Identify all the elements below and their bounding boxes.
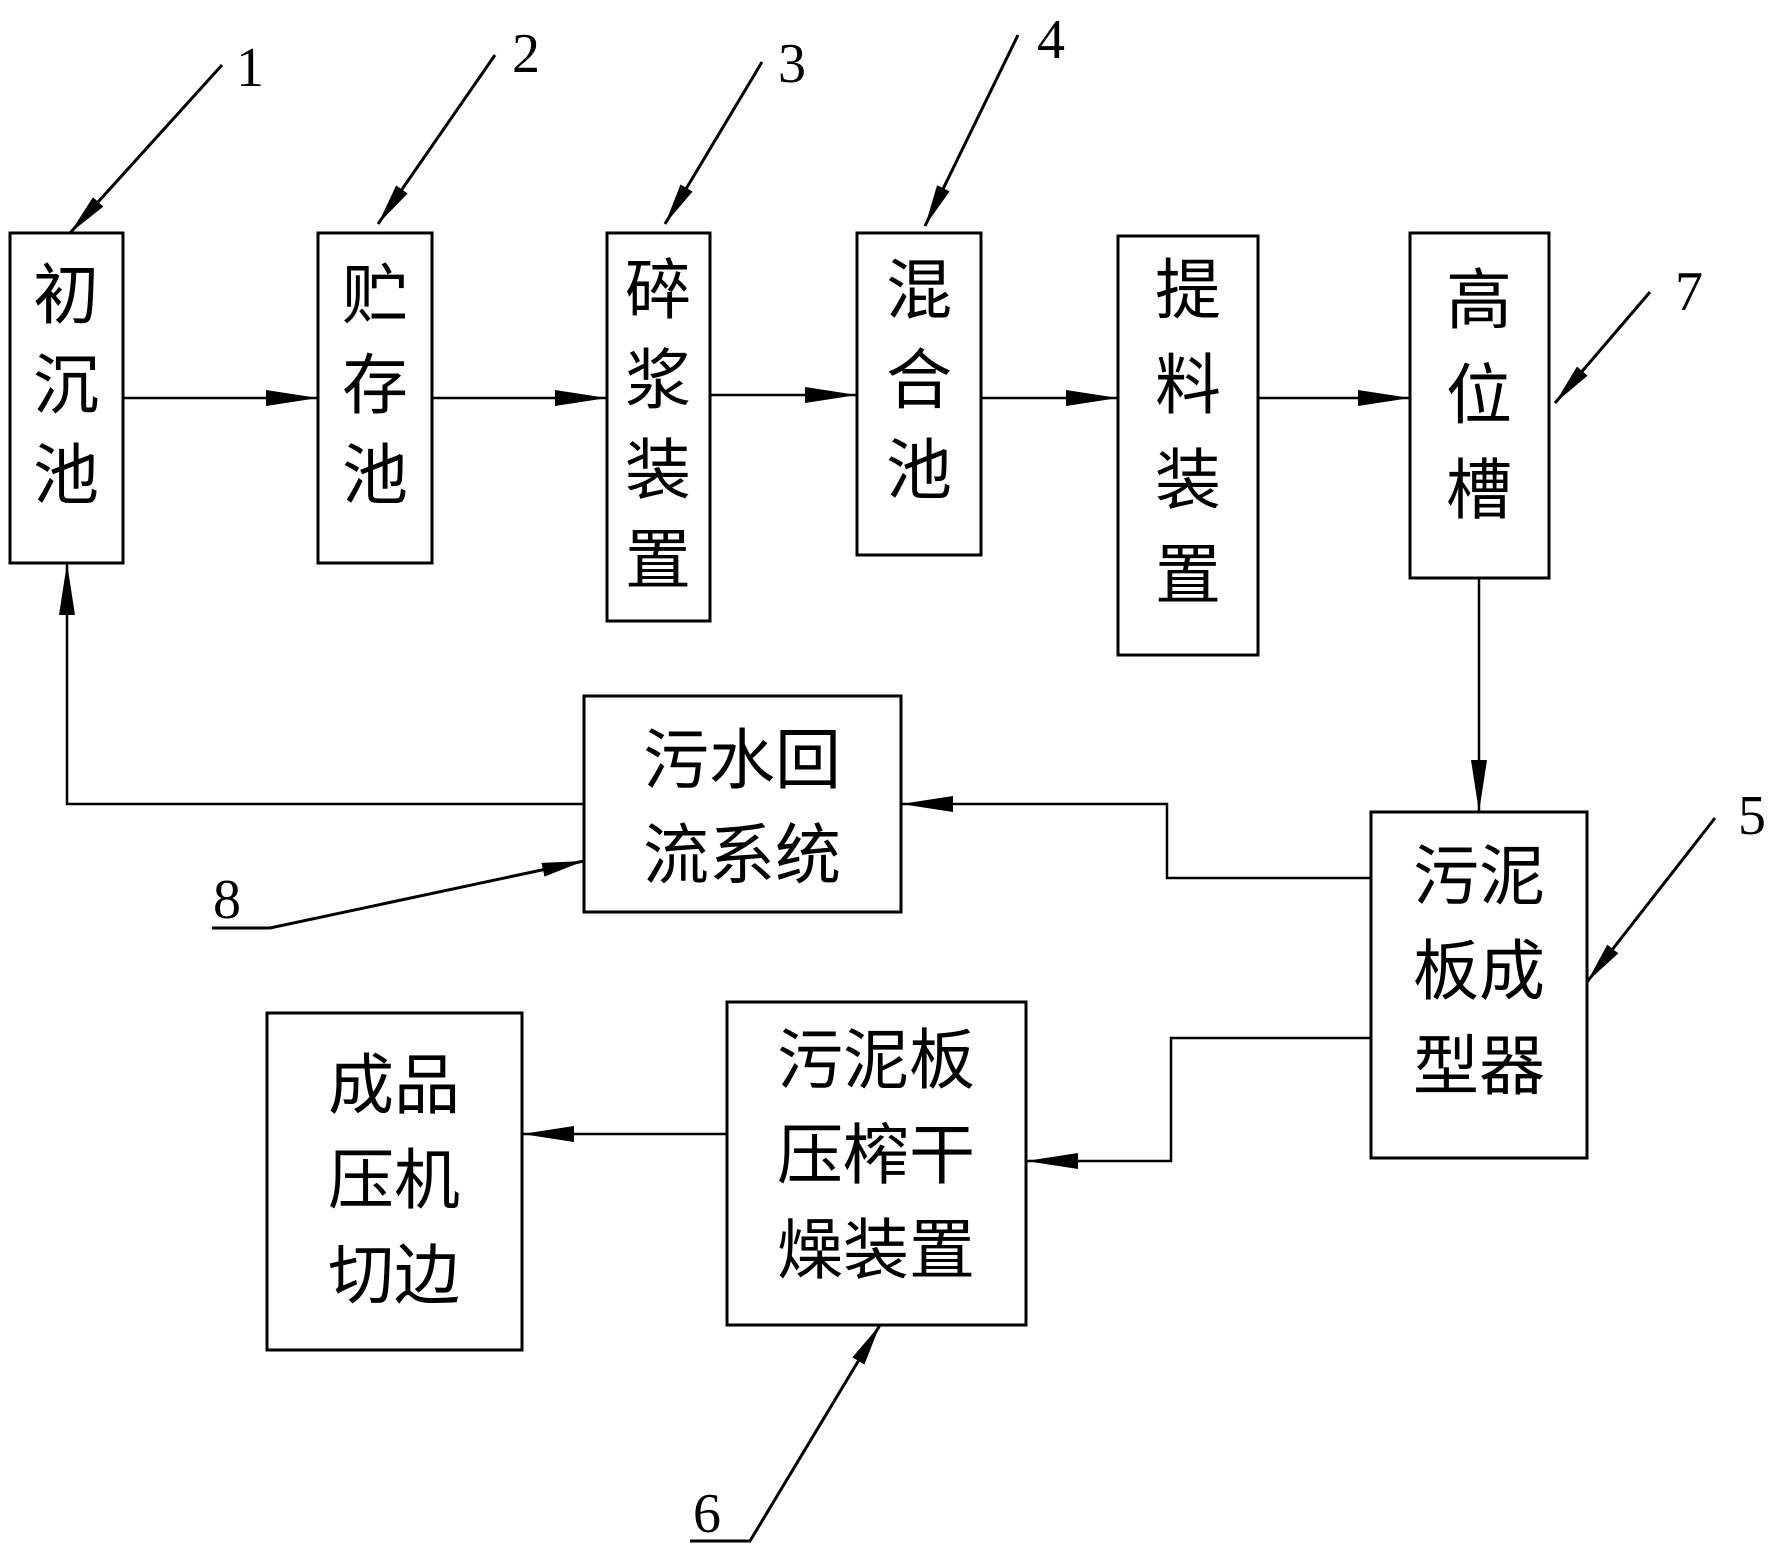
- box-label-line: 贮: [342, 257, 408, 334]
- box-primary-settling-tank: 初 沉 池: [8, 231, 125, 565]
- box-label-line: 板成: [1413, 933, 1545, 1010]
- box-sludge-board-press-dryer: 污泥板 压榨干 燥装置: [725, 1000, 1028, 1327]
- box-label-line: 池: [342, 437, 408, 514]
- callout-number-1: 1: [236, 37, 264, 99]
- box-label-line: 浆: [625, 342, 691, 419]
- box-pulping-device: 碎 浆 装 置: [605, 231, 712, 623]
- callout-number-6: 6: [693, 1483, 721, 1545]
- box-label-line: 混: [886, 252, 952, 329]
- box-label-line: 提: [1155, 252, 1221, 329]
- box-label-line: 置: [1155, 537, 1221, 614]
- box-label-line: 置: [625, 522, 691, 599]
- callout-leader-2: [376, 54, 497, 225]
- flow-arrow-former-to-return-system: [901, 796, 1371, 880]
- box-label-line: 合: [886, 342, 952, 419]
- box-mixing-tank: 混 合 池: [855, 231, 983, 557]
- callout-leader-4: [923, 34, 1020, 227]
- box-storage-tank: 贮 存 池: [316, 231, 434, 565]
- callout-number-4: 4: [1037, 9, 1065, 71]
- box-label-line: 沉: [33, 347, 99, 424]
- box-label-line: 污水回: [643, 722, 841, 799]
- callout-number-8: 8: [213, 869, 241, 931]
- box-head-tank: 高 位 槽: [1408, 231, 1551, 580]
- box-label-line: 池: [33, 437, 99, 514]
- box-wastewater-return-system: 污水回 流系统: [582, 694, 903, 914]
- box-finished-press-trimming: 成品 压机 切边: [265, 1011, 524, 1352]
- box-label-line: 装: [625, 432, 691, 509]
- callout-number-7: 7: [1675, 261, 1703, 323]
- box-label-line: 型器: [1413, 1028, 1545, 1105]
- box-label-line: 高: [1446, 262, 1512, 339]
- box-label-line: 碎: [625, 252, 691, 329]
- box-label-line: 污泥: [1413, 838, 1545, 915]
- box-label-line: 压机: [328, 1142, 460, 1219]
- box-label-line: 槽: [1446, 452, 1512, 529]
- callout-number-3: 3: [778, 33, 806, 95]
- box-label-line: 位: [1446, 357, 1512, 434]
- box-label-line: 池: [886, 432, 952, 509]
- flow-arrow-return-to-settling: [59, 563, 584, 806]
- box-label-line: 成品: [328, 1047, 460, 1124]
- box-label-line: 污泥板: [777, 1022, 975, 1099]
- box-lifting-device: 提 料 装 置: [1116, 234, 1260, 657]
- box-label-line: 切边: [328, 1237, 460, 1314]
- box-label-line: 燥装置: [777, 1212, 975, 1289]
- box-label-line: 流系统: [643, 817, 841, 894]
- box-label-line: 压榨干: [777, 1117, 975, 1194]
- callout-leader-3: [663, 61, 764, 225]
- box-label-line: 存: [342, 347, 408, 424]
- callout-leader-8: [212, 859, 585, 930]
- callout-number-2: 2: [512, 23, 540, 85]
- box-sludge-board-former: 污泥 板成 型器: [1369, 810, 1589, 1160]
- box-label-line: 装: [1155, 442, 1221, 519]
- callout-leader-5: [1585, 817, 1717, 983]
- box-label-line: 料: [1155, 347, 1221, 424]
- callout-leader-1: [68, 63, 224, 235]
- box-label-line: 初: [33, 257, 99, 334]
- callout-leader-7: [1553, 291, 1652, 404]
- callout-number-5: 5: [1738, 785, 1766, 847]
- flow-arrow-former-to-press-dryer: [1026, 1036, 1371, 1169]
- callout-leader-6: [690, 1324, 882, 1543]
